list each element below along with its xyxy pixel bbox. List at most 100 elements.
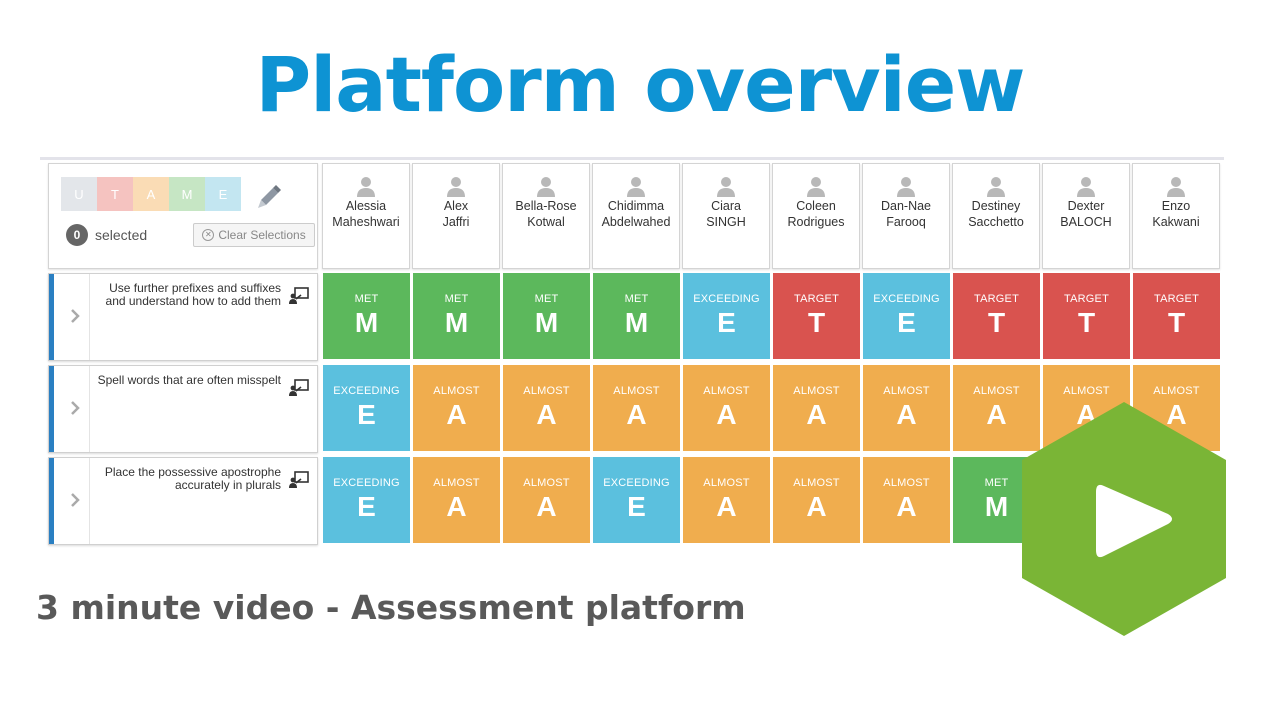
legend-e-button[interactable]: E — [205, 177, 241, 211]
grade-label: ALMOST — [973, 385, 1020, 397]
grade-letter: E — [627, 491, 646, 522]
user-avatar-icon — [1077, 177, 1095, 197]
student-last-name: Farooq — [886, 215, 926, 229]
grade-letter: M — [534, 307, 559, 338]
grade-letter: T — [1077, 307, 1096, 338]
grade-letter: A — [896, 399, 917, 430]
grade-cell[interactable]: ALMOST A — [503, 457, 590, 543]
grade-label: ALMOST — [523, 477, 570, 489]
presentation-icon[interactable] — [289, 471, 309, 489]
pencil-icon[interactable] — [253, 180, 283, 210]
chevron-right-icon[interactable] — [69, 492, 81, 508]
grade-label: TARGET — [1064, 293, 1109, 305]
selected-label: selected — [95, 227, 148, 243]
presentation-icon[interactable] — [289, 287, 309, 305]
grade-label: TARGET — [794, 293, 839, 305]
grade-label: ALMOST — [1063, 385, 1110, 397]
grade-letter: A — [806, 399, 827, 430]
user-avatar-icon — [537, 177, 555, 197]
grade-cell[interactable]: TARGET T — [1043, 273, 1130, 359]
grade-letter: T — [1167, 307, 1186, 338]
grade-label: EXCEEDING — [333, 477, 400, 489]
chevron-right-icon[interactable] — [69, 308, 81, 324]
grade-letter: A — [716, 491, 737, 522]
grade-letter: E — [357, 399, 376, 430]
grade-letter: A — [536, 491, 557, 522]
user-avatar-icon — [987, 177, 1005, 197]
grade-label: EXCEEDING — [873, 293, 940, 305]
chevron-right-icon[interactable] — [69, 400, 81, 416]
grade-cell[interactable]: EXCEEDING E — [863, 273, 950, 359]
legend-u-button[interactable]: U — [61, 177, 97, 211]
play-video-button[interactable] — [1022, 402, 1226, 636]
user-avatar-icon — [1167, 177, 1185, 197]
grade-label: ALMOST — [1153, 385, 1200, 397]
grade-label: ALMOST — [613, 385, 660, 397]
grade-cell[interactable]: MET M — [413, 273, 500, 359]
grade-letter: M — [354, 307, 379, 338]
user-avatar-icon — [627, 177, 645, 197]
user-avatar-icon — [357, 177, 375, 197]
grade-letter: M — [984, 491, 1009, 522]
grade-label: EXCEEDING — [693, 293, 760, 305]
objective-text: Use further prefixes and suffixes and un… — [105, 281, 281, 308]
clear-selections-label: Clear Selections — [218, 228, 306, 242]
legend-m-button[interactable]: M — [169, 177, 205, 211]
grade-label: MET — [624, 293, 649, 305]
objective-divider — [61, 458, 90, 544]
presentation-icon[interactable] — [289, 379, 309, 397]
student-first-name: Alex — [443, 199, 469, 213]
user-avatar-icon — [807, 177, 825, 197]
grade-letter: M — [444, 307, 469, 338]
student-last-name: BALOCH — [1060, 215, 1112, 229]
objective-text: Place the possessive apostrophe accurate… — [104, 465, 281, 492]
objective-row[interactable]: Use further prefixes and suffixes and un… — [48, 273, 318, 361]
grade-label: MET — [444, 293, 469, 305]
legend-t-button[interactable]: T — [97, 177, 133, 211]
video-subtitle: 3 minute video - Assessment platform — [36, 588, 746, 627]
student-last-name: Jaffri — [442, 215, 470, 229]
objective-row[interactable]: Place the possessive apostrophe accurate… — [48, 457, 318, 545]
clear-selections-button[interactable]: ✕ Clear Selections — [193, 223, 315, 247]
student-first-name: Bella-Rose — [515, 199, 577, 213]
student-last-name: Kakwani — [1152, 215, 1200, 229]
selection-status: 0 selected — [66, 224, 147, 246]
objective-accent-bar — [49, 274, 54, 360]
legend-a-button[interactable]: A — [133, 177, 169, 211]
objective-row[interactable]: Spell words that are often misspelt — [48, 365, 318, 453]
grade-legend: U T A M E — [61, 177, 241, 211]
user-avatar-icon — [447, 177, 465, 197]
grade-letter: E — [897, 307, 916, 338]
